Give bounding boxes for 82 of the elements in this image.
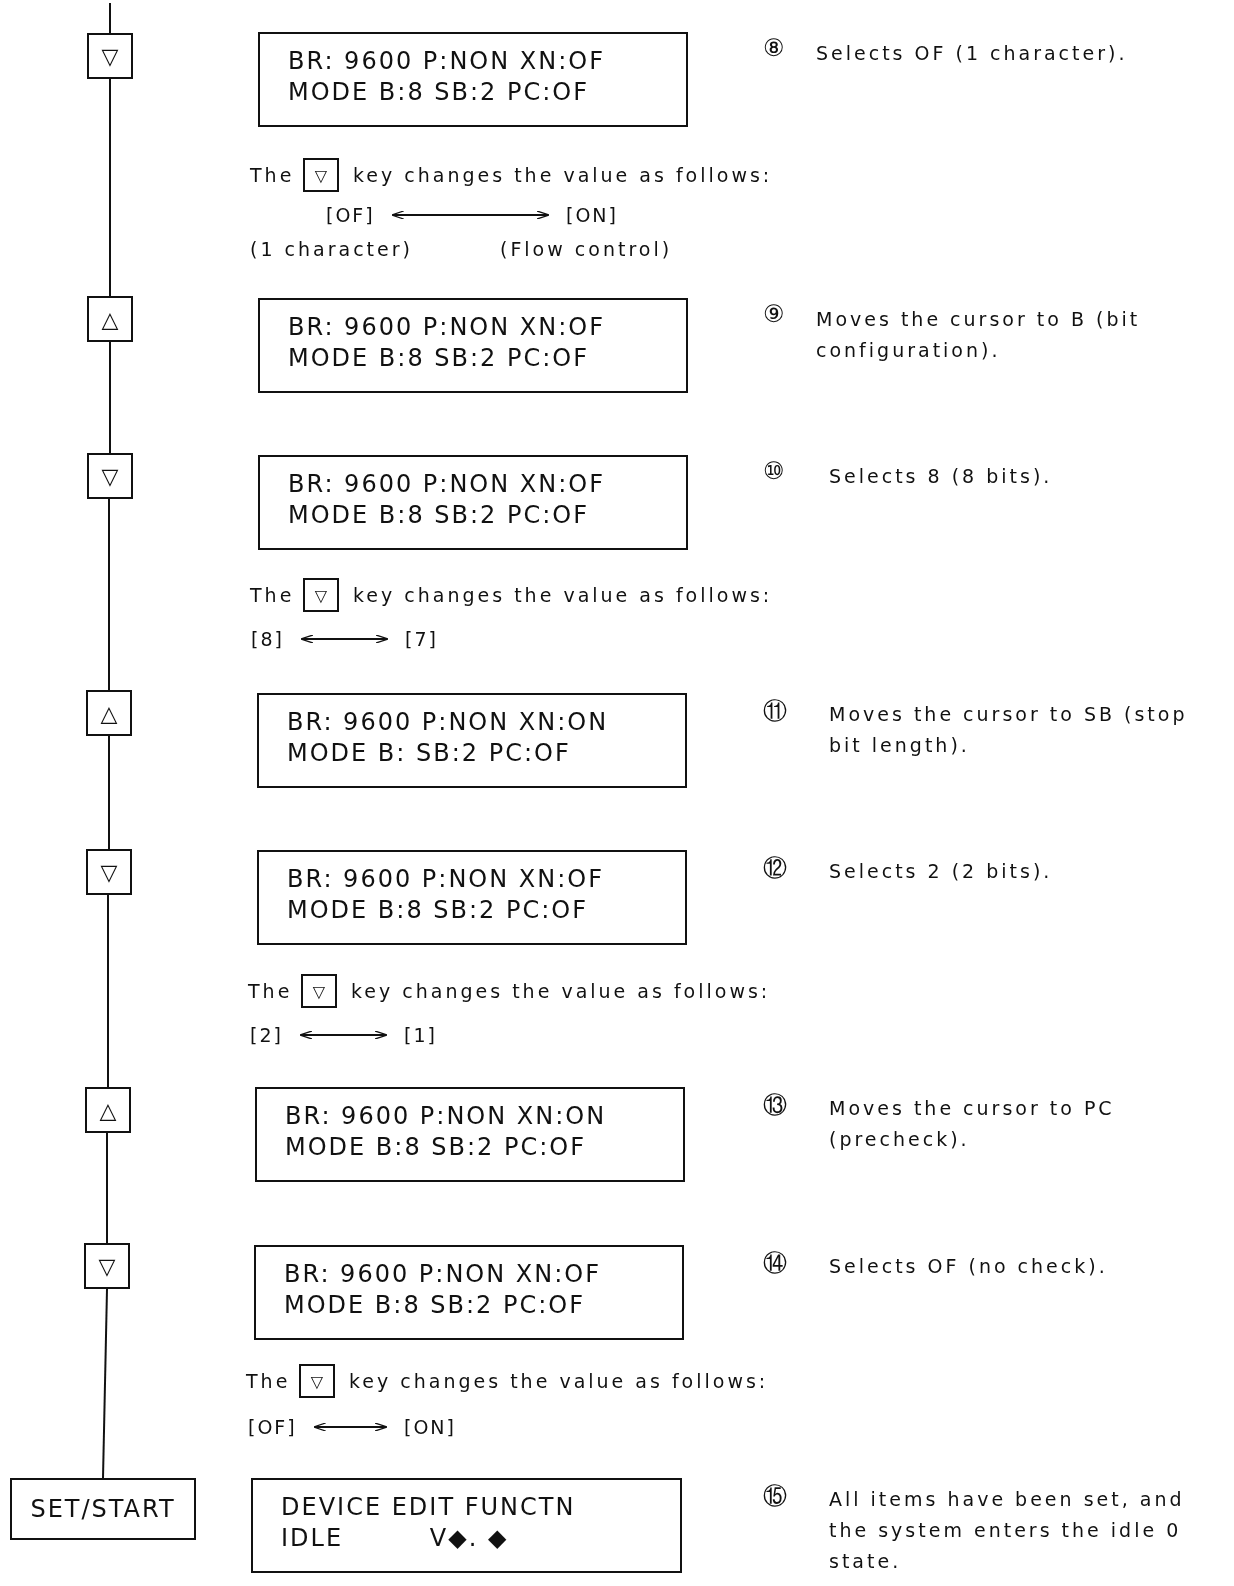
note-text: The: [250, 584, 295, 606]
display-screen: [257, 850, 687, 945]
display-line: BR: 9600 P:NON XN:ON: [285, 1101, 608, 1132]
connector-line: [109, 2, 111, 34]
display-line: BR: 9600 P:NON XN:OF: [287, 864, 605, 895]
connector-line: [107, 894, 109, 1088]
step-number: ⑨: [763, 300, 785, 328]
note-text: The: [246, 1370, 291, 1392]
connector-line: [108, 498, 110, 691]
display-line: MODE B:8 SB:2 PC:OF: [288, 77, 590, 108]
value-caption: (1 character): [250, 238, 413, 260]
step-description: All items have been set, and the system enters the idle 0 state.: [829, 1487, 1186, 1574]
option-value: [1]: [404, 1024, 437, 1046]
connector-line: [108, 735, 110, 850]
key-button: △: [85, 1087, 131, 1133]
key-symbol: ▽: [299, 1364, 335, 1398]
option-value: [ON]: [404, 1416, 456, 1438]
value-caption: (Flow control): [500, 238, 673, 260]
display-screen: [255, 1087, 685, 1182]
step-number: ⑧: [763, 34, 785, 62]
connector-line: [106, 1132, 108, 1244]
double-arrow: [313, 1422, 388, 1432]
step-description: Selects OF (no check).: [829, 1254, 1109, 1279]
display-line: MODE B:8 SB:2 PC:OF: [287, 895, 589, 926]
step-description: Moves the cursor to SB (stop bit length).: [829, 702, 1189, 758]
option-value: [8]: [251, 628, 284, 650]
display-screen: [258, 455, 688, 550]
display-line: IDLE V◆. ◆: [281, 1523, 510, 1554]
key-button: ▽: [86, 849, 132, 895]
display-screen: [258, 298, 688, 393]
step-number: ⑬: [763, 1090, 787, 1121]
display-line: DEVICE EDIT FUNCTN: [281, 1492, 577, 1523]
note-text: key changes the value as follows:: [353, 164, 773, 186]
key-button: △: [87, 296, 133, 342]
display-line: BR: 9600 P:NON XN:OF: [284, 1259, 602, 1290]
step-number: ⑮: [763, 1481, 787, 1512]
double-arrow: [299, 1030, 388, 1040]
step-description: Selects 2 (2 bits).: [829, 859, 1054, 884]
display-line: BR: 9600 P:NON XN:OF: [288, 312, 606, 343]
key-button: ▽: [87, 33, 133, 79]
option-value: [OF]: [248, 1416, 297, 1438]
double-arrow: [391, 210, 550, 220]
display-line: MODE B:8 SB:2 PC:OF: [285, 1132, 587, 1163]
note-text: key changes the value as follows:: [351, 980, 771, 1002]
display-screen: [254, 1245, 684, 1340]
step-number: ⑫: [763, 853, 787, 884]
option-value: [2]: [250, 1024, 283, 1046]
step-description: Selects 8 (8 bits).: [829, 464, 1054, 489]
display-screen: [258, 32, 688, 127]
display-line: MODE B:8 SB:2 PC:OF: [284, 1290, 586, 1321]
option-value: [ON]: [566, 204, 618, 226]
display-line: MODE B:8 SB:2 PC:OF: [288, 343, 590, 374]
step-description: Selects OF (1 character).: [816, 41, 1129, 66]
note-text: The: [248, 980, 293, 1002]
key-button: △: [86, 690, 132, 736]
display-screen: [251, 1478, 682, 1573]
option-value: [OF]: [326, 204, 375, 226]
note-text: key changes the value as follows:: [353, 584, 773, 606]
key-symbol: ▽: [301, 974, 337, 1008]
display-screen: [257, 693, 687, 788]
key-symbol: ▽: [303, 158, 339, 192]
step-description: Moves the cursor to PC (precheck).: [829, 1096, 1116, 1152]
display-line: MODE B:8 SB:2 PC:OF: [288, 500, 590, 531]
display-line: MODE B: SB:2 PC:OF: [287, 738, 572, 769]
display-line: BR: 9600 P:NON XN:ON: [287, 707, 610, 738]
display-line: BR: 9600 P:NON XN:OF: [288, 469, 606, 500]
connector-line: [102, 1288, 108, 1479]
connector-line: [109, 341, 111, 454]
step-number: ⑭: [763, 1248, 787, 1279]
double-arrow: [300, 634, 389, 644]
note-text: key changes the value as follows:: [349, 1370, 769, 1392]
option-value: [7]: [405, 628, 438, 650]
key-button: ▽: [84, 1243, 130, 1289]
key-button: SET/START: [10, 1478, 196, 1540]
connector-line: [109, 78, 111, 297]
step-description: Moves the cursor to B (bit configuration).: [816, 307, 1142, 363]
key-button: ▽: [87, 453, 133, 499]
step-number: ⑪: [763, 696, 787, 727]
note-text: The: [250, 164, 295, 186]
display-line: BR: 9600 P:NON XN:OF: [288, 46, 606, 77]
step-number: ⑩: [763, 457, 785, 485]
key-symbol: ▽: [303, 578, 339, 612]
